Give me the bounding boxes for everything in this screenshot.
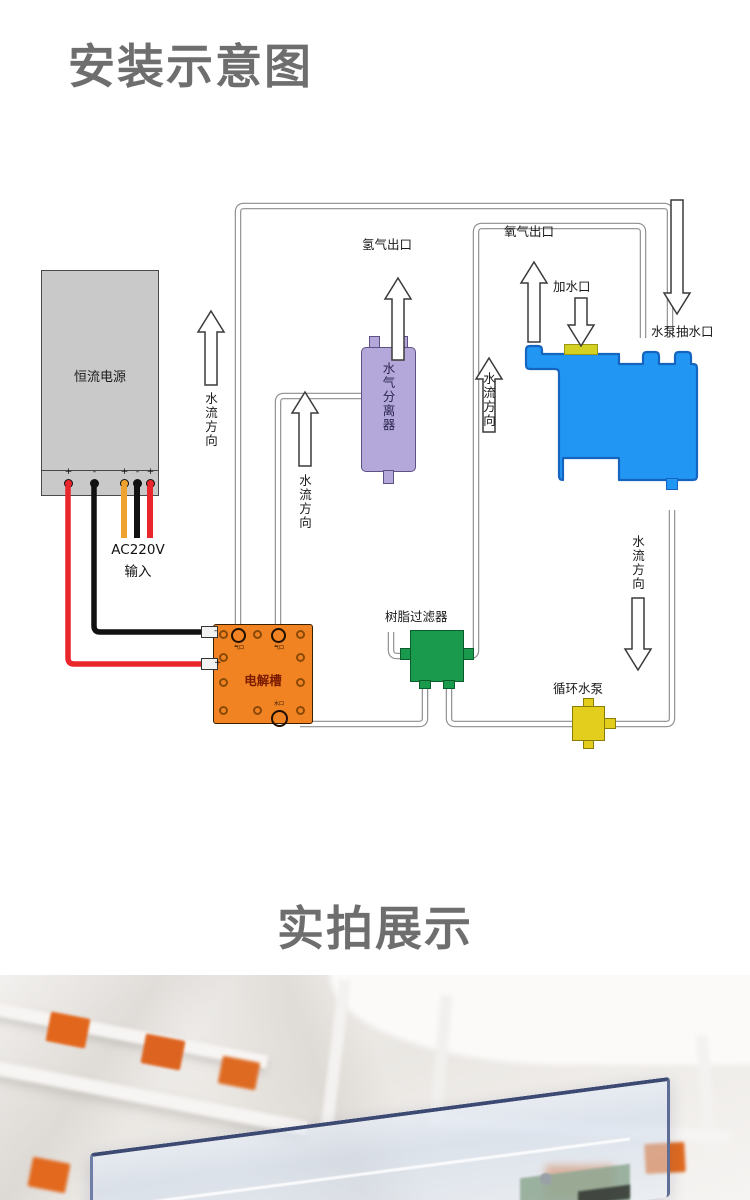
water-tank <box>519 338 699 488</box>
circulation-pump-body <box>572 706 605 741</box>
terminal-post[interactable] <box>64 479 73 488</box>
electrolyzer-gas-port-right-label: 气口 <box>273 645 284 651</box>
flow-direction-label-3: 水流方向 <box>483 371 496 428</box>
installation-diagram: .tube { fill:none; stroke:#8c8c8c; strok… <box>0 170 750 790</box>
bolt-icon <box>253 706 262 715</box>
circulation-pump-outlet <box>604 718 616 729</box>
circulation-pump-mount-bottom <box>583 740 594 749</box>
hydrogen-outlet-label: 氢气出口 <box>362 237 413 252</box>
terminal-post[interactable] <box>90 479 99 488</box>
electrolyzer-positive-lug <box>201 658 218 670</box>
circulation-pump-label: 循环水泵 <box>553 681 604 696</box>
electrolyzer-gas-port-left-label: 气口 <box>233 645 244 651</box>
bolt-icon <box>296 630 305 639</box>
flow-direction-label-4: 水流方向 <box>632 534 645 591</box>
circulation-pump-mount-top <box>583 698 594 707</box>
bolt-icon <box>253 630 262 639</box>
flow-direction-label-2: 水流方向 <box>299 473 312 530</box>
bolt-icon <box>219 706 228 715</box>
resin-filter-port-left <box>419 680 431 689</box>
tube-pump-to-filter <box>445 682 572 728</box>
resin-filter-body <box>410 630 464 682</box>
electrolyzer-negative-lug <box>201 626 218 638</box>
power-supply-label: 恒流电源 <box>73 370 126 385</box>
electrolyzer-gas-port-right <box>271 628 286 643</box>
water-tank-bottom-outlet <box>666 478 678 490</box>
pump-suction-port-label: 水泵抽水口 <box>651 324 714 339</box>
flow-direction-label-1: 水流方向 <box>205 391 218 448</box>
product-photo <box>0 975 750 1200</box>
resin-filter-port-right <box>443 680 455 689</box>
bolt-icon <box>296 653 305 662</box>
water-tank-fill-cap[interactable] <box>564 344 598 355</box>
electrolyzer-label: 电解槽 <box>244 673 282 688</box>
tube-tank-to-pump <box>604 510 676 728</box>
ac-wire-ground <box>147 486 153 538</box>
page-title-real-photos: 实拍展示 <box>277 902 473 957</box>
tube-separator-return <box>387 222 647 660</box>
bolt-icon <box>296 678 305 687</box>
resin-filter-label: 树脂过滤器 <box>385 609 448 624</box>
electrolyzer-negative-sign: - <box>214 626 218 636</box>
water-fill-port-label: 加水口 <box>553 279 591 294</box>
tube-filter-to-electrolyzer <box>300 682 429 728</box>
bolt-icon <box>219 630 228 639</box>
separator-label: 水气分离器 <box>382 361 396 432</box>
terminal-sign-minus: - <box>92 467 97 477</box>
electrolyzer-water-port <box>271 710 288 727</box>
terminal-sign-plus: + <box>146 467 155 477</box>
ac-input-label-line1: AC220V <box>111 542 165 558</box>
separator-bottom-nozzle <box>383 470 394 484</box>
terminal-sign-minus: - <box>135 467 140 477</box>
electrolyzer-positive-sign: + <box>214 658 222 668</box>
electrolyzer-water-port-label: 水口 <box>273 701 284 707</box>
bolt-icon <box>219 678 228 687</box>
bolt-icon <box>219 653 228 662</box>
photo-case-screw <box>540 1173 552 1185</box>
electrolyzer-gas-port-left <box>231 628 246 643</box>
bolt-icon <box>296 706 305 715</box>
ac-wire-neutral <box>134 486 140 538</box>
ac-wire-live <box>121 486 127 538</box>
tube-electrolyzer-to-separator <box>274 392 379 640</box>
resin-filter-mount-right <box>463 648 474 660</box>
terminal-sign-plus: + <box>120 467 129 477</box>
oxygen-outlet-label: 氧气出口 <box>504 224 555 239</box>
page-title-installation-diagram: 安装示意图 <box>68 40 313 95</box>
ac-input-label-line2: 输入 <box>124 564 152 580</box>
resin-filter-mount-left <box>400 648 411 660</box>
terminal-sign-plus: + <box>64 467 73 477</box>
